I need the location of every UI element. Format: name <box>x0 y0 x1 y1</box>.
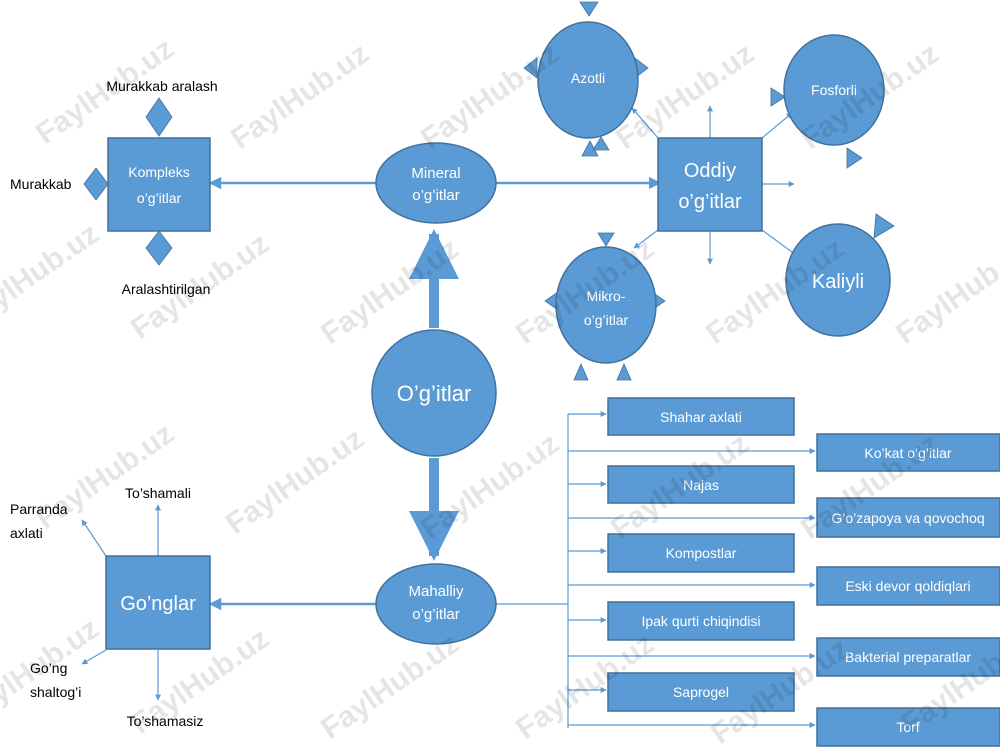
watermark-text: FaylHub.uz <box>0 217 105 336</box>
local-box <box>816 566 1000 606</box>
murakkab-aralash-label: Murakkab aralash <box>106 78 217 94</box>
local-label: Shahar axlati <box>660 409 742 425</box>
diamond-top <box>145 97 173 137</box>
diamond-left <box>83 167 109 201</box>
local-label: Torf <box>896 719 919 735</box>
azotli-node <box>537 21 639 139</box>
aralashtirilgan-label: Aralashtirilgan <box>122 281 211 297</box>
connectors <box>81 105 816 728</box>
mineral-node <box>375 142 497 224</box>
parranda-label-line2: axlati <box>10 525 43 541</box>
mineral-label-line1: Mineral <box>411 165 460 182</box>
mahalliy-node <box>375 563 497 645</box>
local-box <box>816 497 1000 538</box>
kompleks-box <box>107 137 211 232</box>
mikro-label-line2: o’g’itlar <box>584 312 629 328</box>
local-label: Ipak qurti chiqindisi <box>641 613 760 629</box>
murakkab-label: Murakkab <box>10 176 72 192</box>
toshamali-label: To’shamali <box>125 485 191 501</box>
gonglar-label: Go’nglar <box>120 593 196 615</box>
watermark-text: FaylHub.uz <box>890 232 1000 351</box>
local-box <box>607 533 795 573</box>
local-box <box>816 707 1000 747</box>
toshamasiz-label: To’shamasiz <box>127 713 204 729</box>
center-label: O’g’itlar <box>397 381 472 406</box>
kaliyli-label: Kaliyli <box>812 271 864 293</box>
mikro-label-line1: Mikro- <box>587 288 626 304</box>
local-label: Najas <box>683 477 719 493</box>
watermark-text: FaylHub.uz <box>0 612 105 731</box>
local-box <box>816 433 1000 472</box>
local-label: Kompostlar <box>666 545 737 561</box>
fosforli-node <box>783 34 885 146</box>
parranda-label-line1: Parranda <box>10 501 68 517</box>
watermark-text: FaylHub.uz <box>315 627 465 746</box>
gong-label-line1: Go’ng <box>30 660 67 676</box>
watermark-text: FaylHub.uz <box>225 37 375 156</box>
local-label: Bakterial preparatlar <box>845 649 971 665</box>
oddiy-label-line2: o’g’itlar <box>678 191 742 213</box>
mineral-label-line2: o’g’itlar <box>412 187 460 204</box>
fosforli-label: Fosforli <box>811 82 857 98</box>
oddiy-label-line1: Oddiy <box>684 160 736 182</box>
local-box <box>607 397 795 436</box>
local-box <box>607 672 795 712</box>
kaliyli-node <box>785 223 891 337</box>
local-box <box>607 465 795 504</box>
kompleks-label-line2: o’g’itlar <box>137 190 182 206</box>
diamond-bottom <box>145 230 173 266</box>
mikro-node <box>555 246 657 364</box>
shapes <box>105 21 1000 747</box>
shape-labels: O’g’itlar Mineral o’g’itlar Mahalliy o’g… <box>120 70 984 735</box>
center-node <box>371 329 497 457</box>
watermark-text: FaylHub.uz <box>220 422 370 541</box>
local-label: Saprogel <box>673 684 729 700</box>
local-label: Ko’kat o’g’itlar <box>864 445 951 461</box>
local-box <box>607 601 795 641</box>
local-label: Eski devor qoldiqlari <box>845 578 970 594</box>
azotli-label: Azotli <box>571 70 605 86</box>
gonglar-box <box>105 555 211 650</box>
kompleks-label-line1: Kompleks <box>128 164 189 180</box>
local-box <box>816 637 1000 677</box>
local-label: G’o’zapoya va qovochoq <box>831 510 984 526</box>
oddiy-box <box>657 137 763 232</box>
mahalliy-label-line1: Mahalliy <box>408 583 464 600</box>
gong-label-line2: shaltog’i <box>30 684 81 700</box>
outer-labels: Murakkab aralash Murakkab Aralashtirilga… <box>10 78 218 729</box>
mahalliy-label-line2: o’g’itlar <box>412 606 460 623</box>
